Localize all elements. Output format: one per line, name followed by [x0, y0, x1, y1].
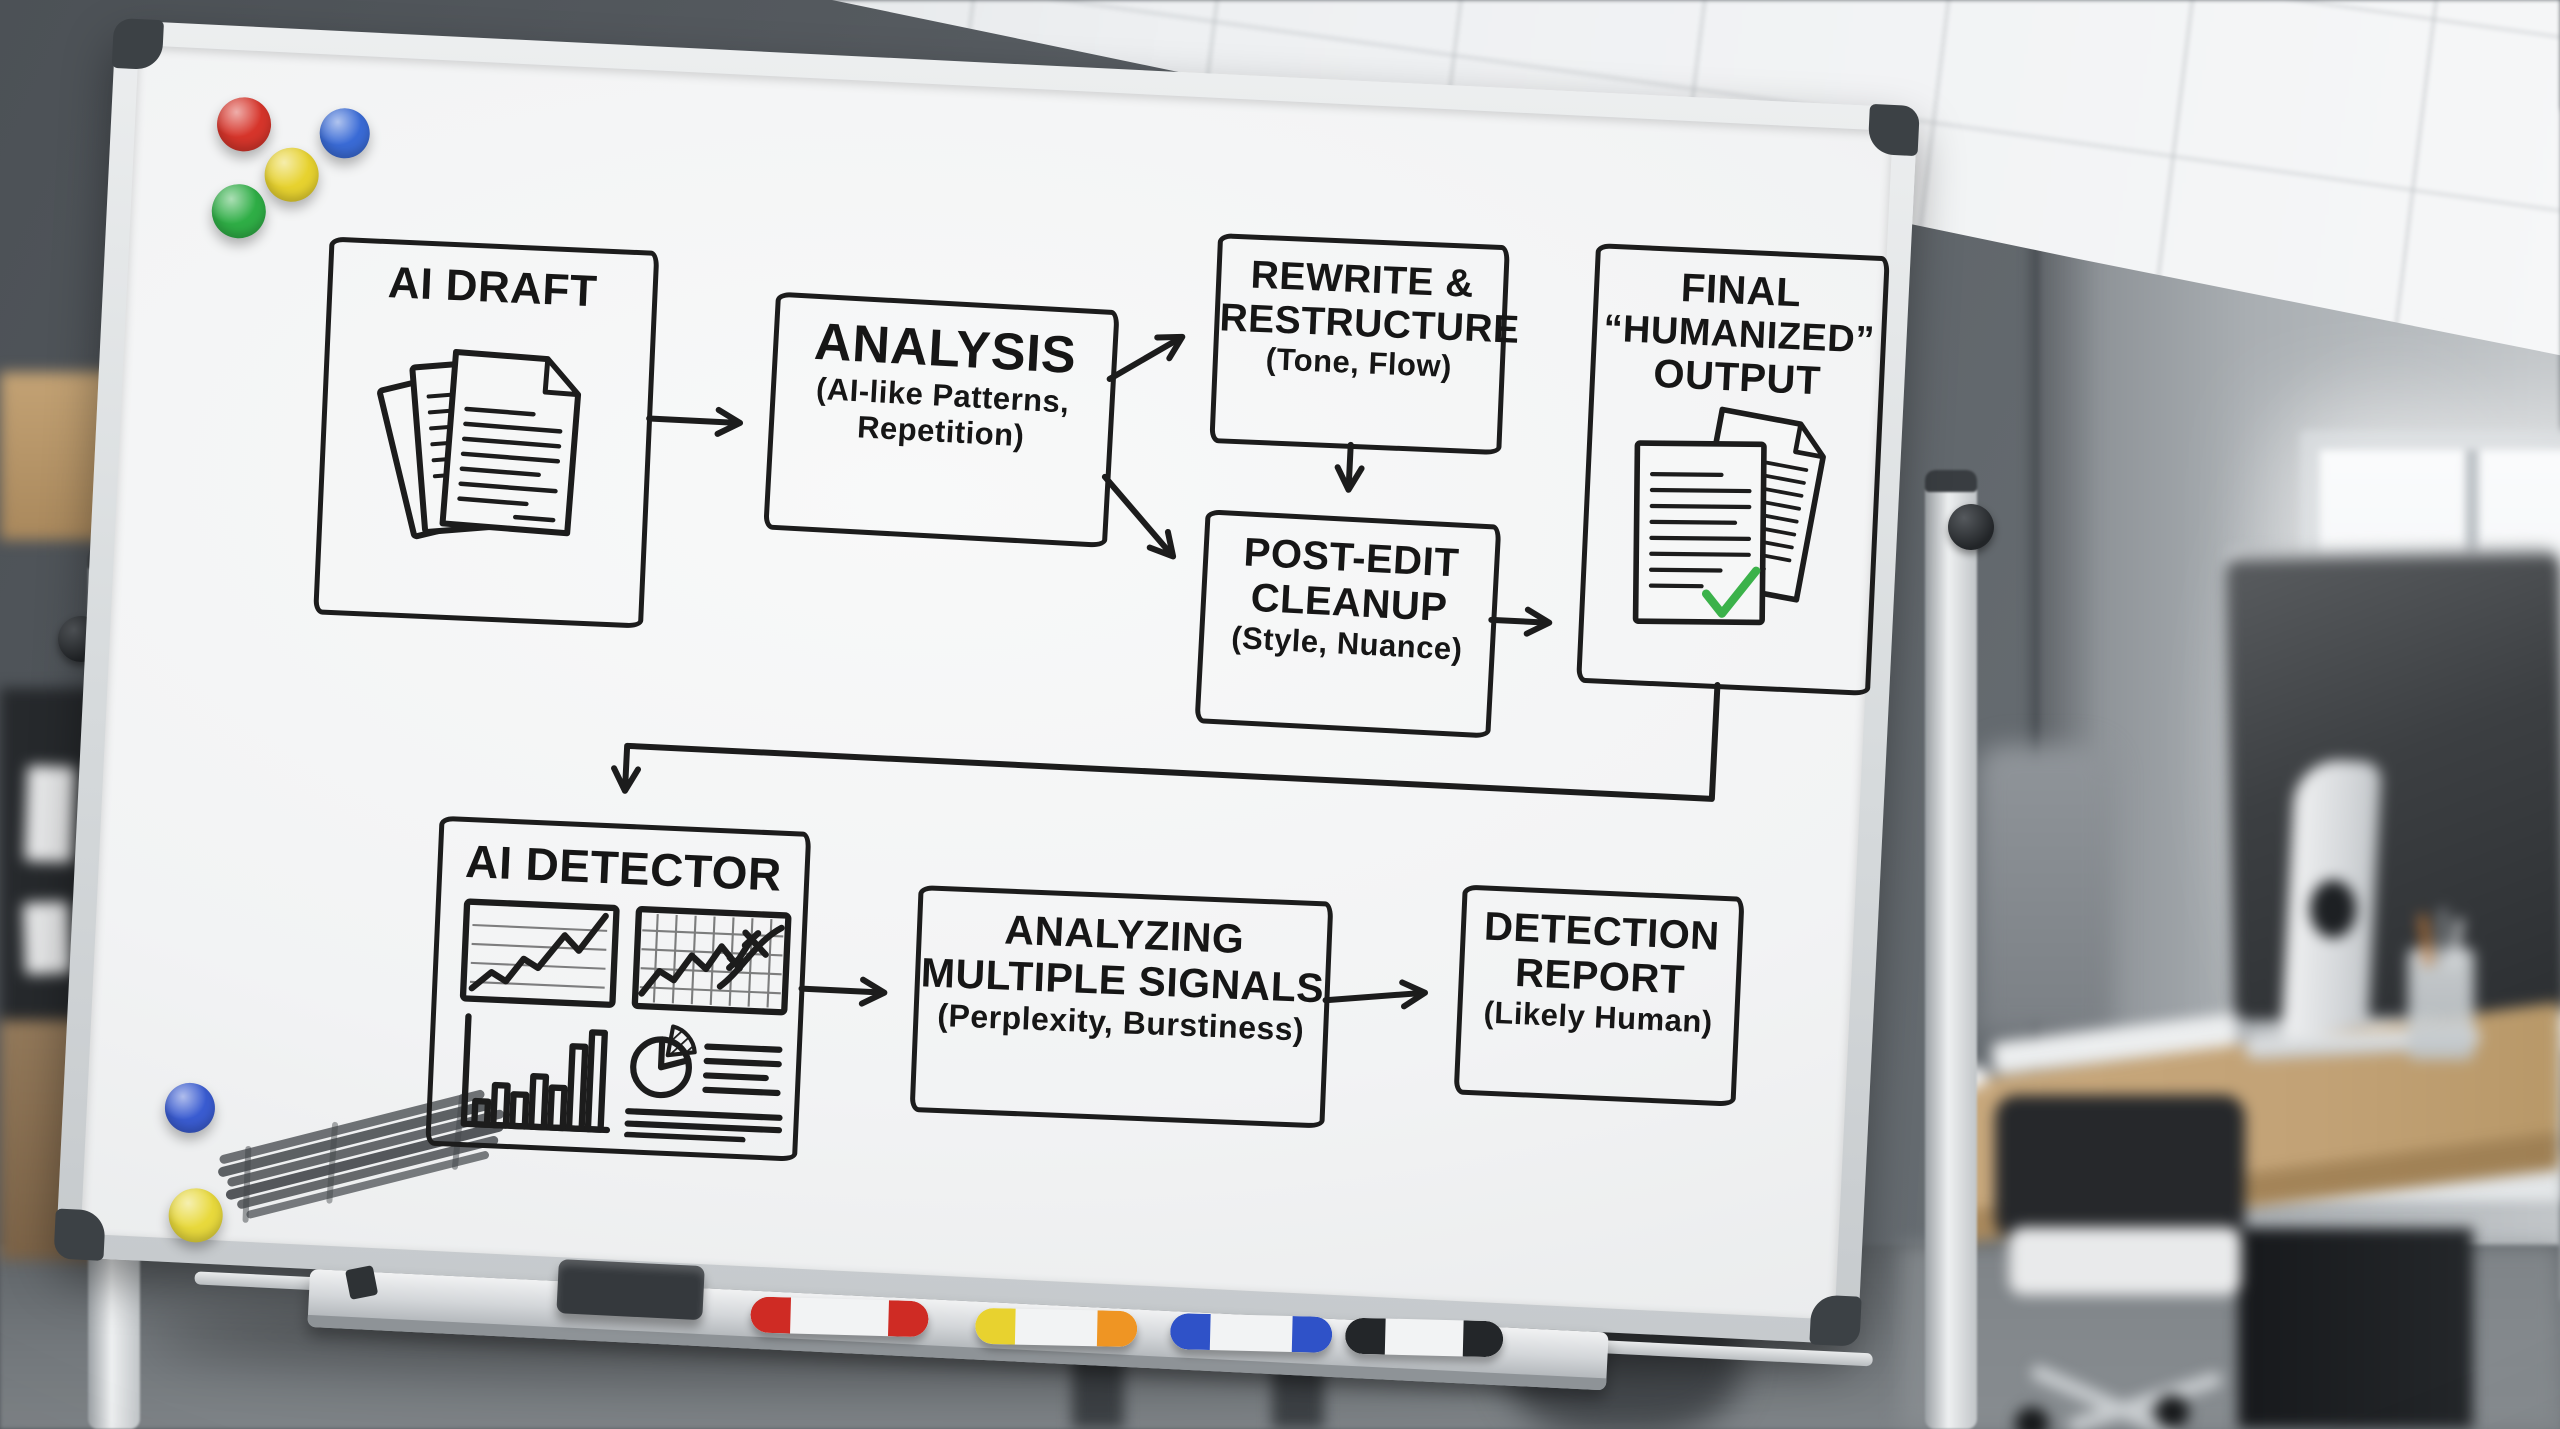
node-detection-report: DETECTION REPORT (Likely Human) [1453, 884, 1745, 1107]
flowchart-connectors [218, 333, 1721, 1223]
board-eraser [556, 1259, 705, 1321]
chair-wheel [2155, 1395, 2189, 1429]
node-post-edit-cleanup: POST-EDIT CLEANUP (Style, Nuance) [1194, 509, 1502, 739]
arrow-draft-to-analysis [646, 406, 744, 437]
pen-cup [2408, 907, 2474, 1060]
arrow-postedit-to-final [1488, 606, 1553, 637]
monitor-back [2225, 545, 2560, 1021]
arrow-analysis-to-rewrite [1106, 333, 1186, 382]
arrow-rewrite-to-postedit [1334, 441, 1365, 493]
marker-yellow-orange [974, 1307, 1138, 1348]
far-office-chair [1978, 745, 2113, 1035]
node-title: AI DETECTOR [464, 834, 783, 901]
node-final-humanized-output: FINAL “HUMANIZED” OUTPUT [1576, 243, 1890, 696]
documents-check-icon [1632, 406, 1826, 626]
arrow-analysis-to-postedit [1101, 473, 1177, 560]
bar-chart-icon [460, 1013, 611, 1134]
marker-cap [974, 1307, 1016, 1345]
stand-pole-right [1925, 470, 1977, 1429]
binder-label [24, 765, 76, 863]
green-check-icon [1701, 566, 1760, 618]
monitor-stand-hole [2310, 880, 2356, 938]
marker-red [750, 1296, 929, 1338]
marker-cap [1462, 1320, 1504, 1358]
stand-knob-right [1948, 504, 1994, 550]
node-rewrite-restructure: REWRITE & RESTRUCTURE (Tone, Flow) [1209, 233, 1520, 456]
whiteboard: AI DRAFT [53, 17, 1920, 1391]
node-ai-detector: AI DETECTOR [425, 815, 812, 1162]
chair-wheel [2015, 1407, 2049, 1429]
pencil-scribble [218, 1089, 504, 1223]
chair-shell [2009, 1227, 2241, 1295]
line-chart-icon [459, 898, 620, 1008]
node-title: AI DRAFT [387, 258, 599, 317]
marker-cap [1169, 1313, 1211, 1351]
detector-charts [453, 896, 792, 1144]
node-title: DETECTION [1483, 904, 1721, 959]
marker-cap [1096, 1310, 1138, 1348]
tray-clip [344, 1265, 379, 1300]
marker-cap [887, 1300, 929, 1338]
node-analysis: ANALYSIS (AI-like Patterns, Repetition) [763, 291, 1120, 548]
marker-cap [1344, 1317, 1386, 1355]
marker-black [1344, 1317, 1504, 1358]
node-analyzing-multiple-signals: ANALYZING MULTIPLE SIGNALS (Perplexity, … [909, 885, 1334, 1129]
marker-cap [1291, 1316, 1333, 1353]
arrow-final-to-detector [611, 682, 1721, 802]
chair-seat [1995, 1095, 2245, 1240]
marker-blue [1169, 1313, 1333, 1353]
grid-line-chart-icon [631, 906, 792, 1016]
marker-cap [750, 1296, 792, 1334]
under-desk-cabinet [2238, 1228, 2473, 1429]
node-ai-draft: AI DRAFT [313, 236, 660, 629]
documents-stack-icon [377, 349, 582, 540]
arrow-detector-to-analyzing [798, 976, 888, 1007]
stand-pole-cap [1925, 470, 1977, 492]
binder-label [22, 901, 72, 975]
arrow-analyzing-to-report [1322, 979, 1429, 1010]
pie-chart-icon [624, 1024, 783, 1144]
desk-chair [1995, 1095, 2255, 1429]
